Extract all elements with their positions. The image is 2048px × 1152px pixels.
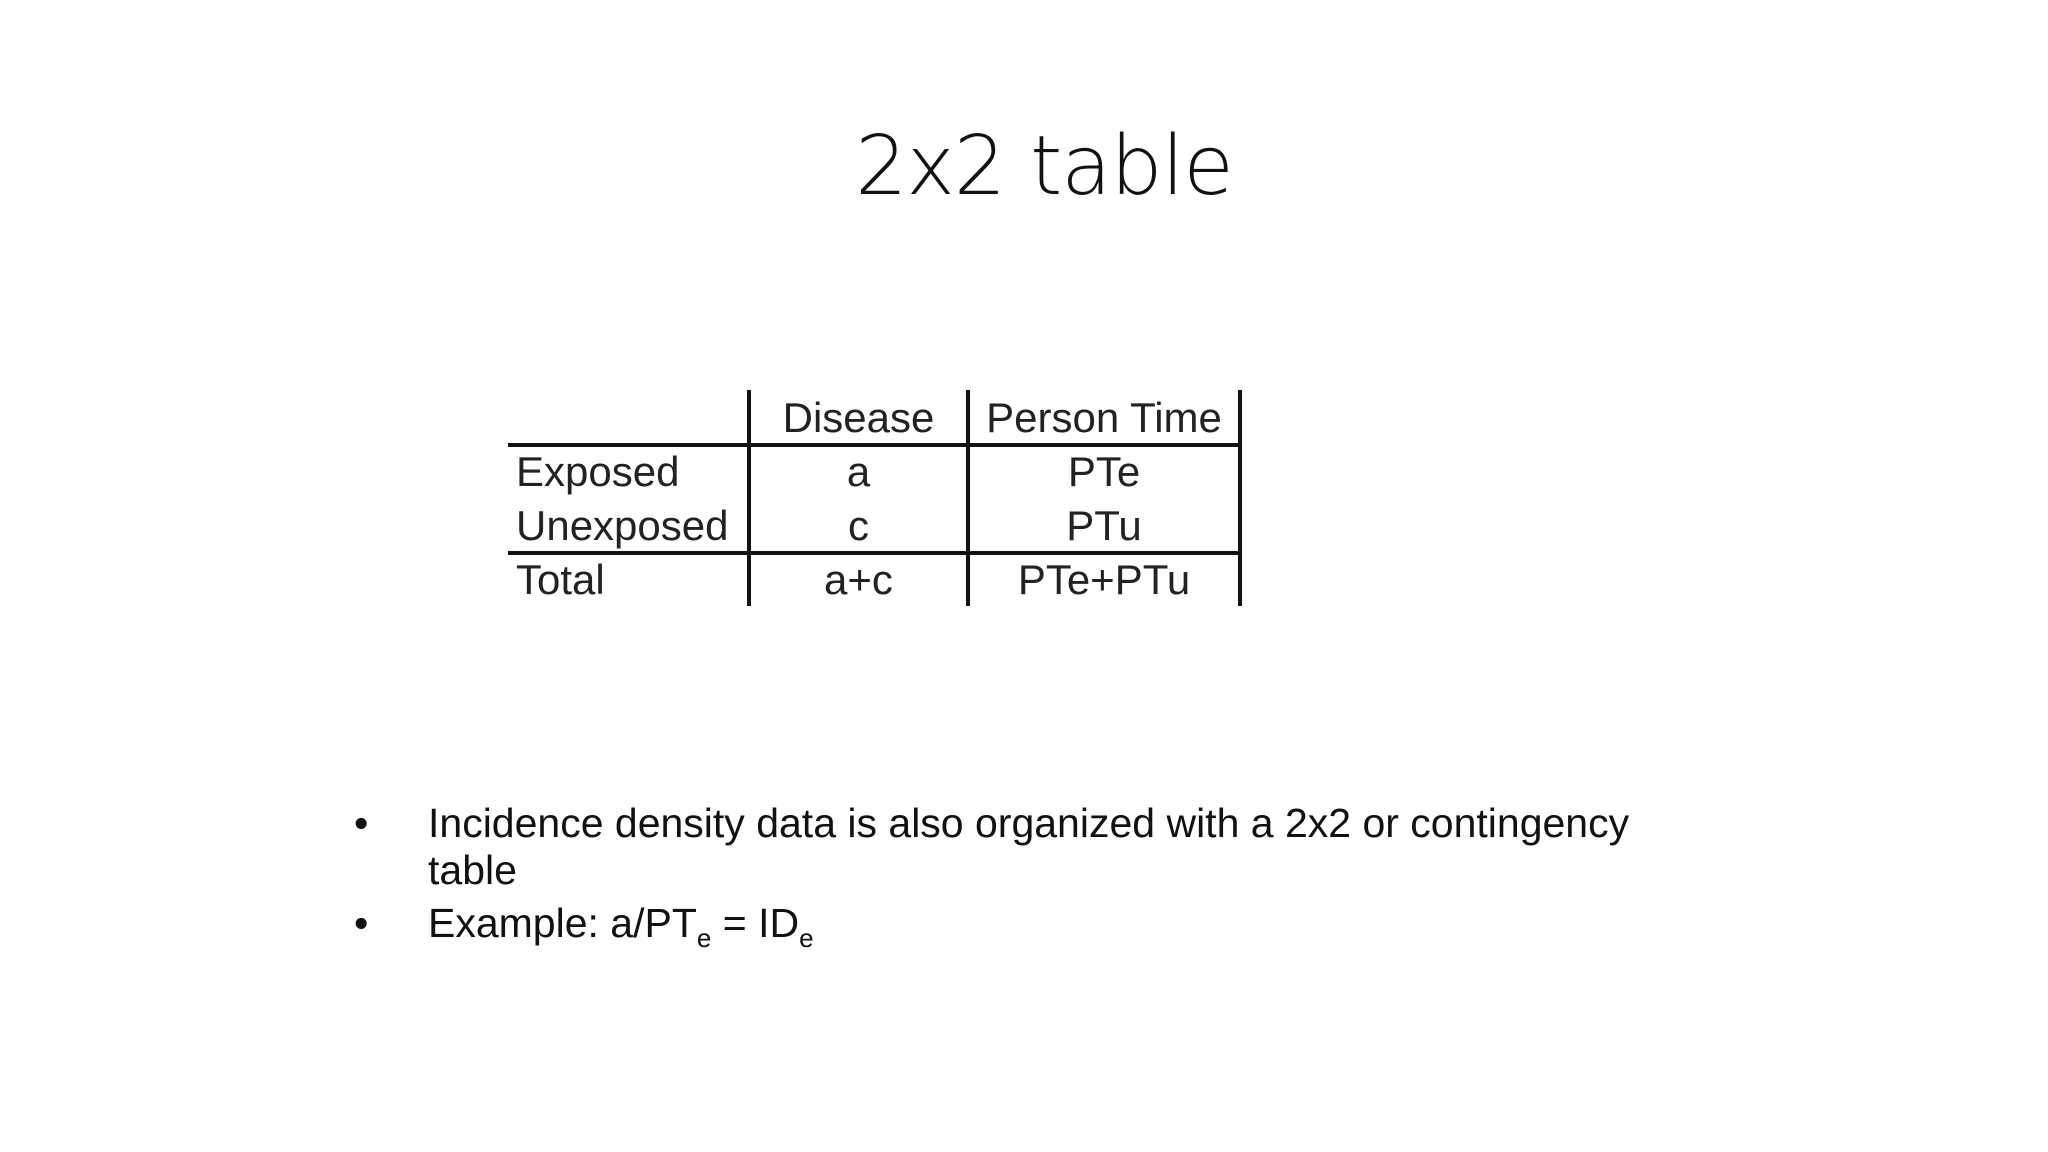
cell-exposed-disease: a (846, 448, 871, 495)
table-divider-2 (966, 390, 970, 606)
bullet-item-2: • Example: a/PTe = IDe (340, 900, 1720, 951)
row-label-exposed: Exposed (516, 448, 680, 495)
cell-total-disease: a+c (824, 556, 893, 603)
bullet-dot: • (354, 800, 369, 846)
bullet-list: • Incidence density data is also organiz… (340, 800, 1720, 953)
table-header-rule (508, 443, 1242, 447)
bullet-text-2-sub1: e (696, 923, 712, 953)
bullet-dot: • (354, 900, 369, 946)
cell-total-person-time: PTe+PTu (1017, 556, 1191, 603)
bullet-item-1: • Incidence density data is also organiz… (340, 800, 1720, 894)
row-label-unexposed: Unexposed (516, 502, 729, 549)
table-divider-1 (747, 390, 751, 606)
bullet-text-1: Incidence density data is also organized… (428, 800, 1630, 893)
table-divider-3 (1238, 390, 1242, 606)
slide-title: 2x2 table (855, 119, 1234, 214)
bullet-text-2-mid: = ID (711, 900, 800, 946)
header-person-time: Person Time (986, 394, 1222, 441)
bullet-text-2-prefix: Example: a/PT (428, 900, 697, 946)
cell-unexposed-person-time: PTu (1066, 502, 1142, 549)
cell-unexposed-disease: c (848, 502, 869, 549)
header-disease: Disease (782, 394, 935, 441)
cell-exposed-person-time: PTe (1067, 448, 1141, 495)
bullet-text-2-sub2: e (799, 923, 814, 953)
table-total-rule (508, 551, 1242, 555)
row-label-total: Total (516, 556, 605, 603)
contingency-table: Disease Person Time Exposed a PTe Unexpo… (500, 390, 1250, 610)
